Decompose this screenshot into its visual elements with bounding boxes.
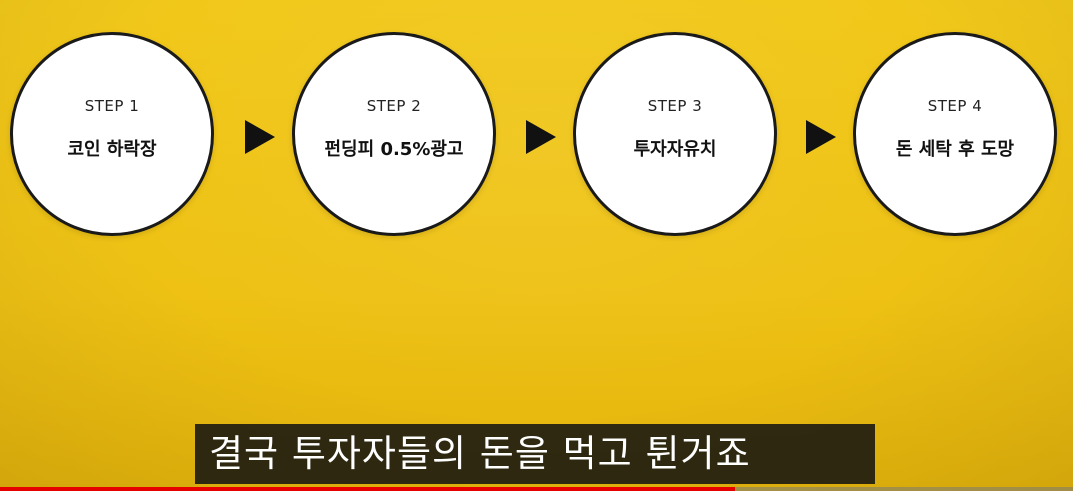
step-title: 돈 세탁 후 도망 bbox=[895, 139, 1015, 160]
arrow-right-icon bbox=[526, 120, 556, 154]
arrow-right-icon bbox=[806, 120, 836, 154]
step-title: 코인 하락장 bbox=[67, 139, 157, 160]
video-subtitle: 결국 투자자들의 돈을 먹고 튄거죠 bbox=[195, 424, 875, 484]
arrow-right-icon bbox=[245, 120, 275, 154]
step-label: STEP 2 bbox=[366, 97, 422, 115]
step-title: 펀딩피 0.5%광고 bbox=[324, 139, 464, 160]
step-circle-4: STEP 4 돈 세탁 후 도망 bbox=[853, 32, 1057, 236]
step-circle-1: STEP 1 코인 하락장 bbox=[10, 32, 214, 236]
video-progress-bar[interactable] bbox=[0, 487, 1073, 491]
step-label: STEP 4 bbox=[927, 97, 983, 115]
step-title: 투자자유치 bbox=[633, 139, 717, 160]
step-circle-2: STEP 2 펀딩피 0.5%광고 bbox=[292, 32, 496, 236]
video-progress-fill bbox=[0, 487, 735, 491]
step-label: STEP 1 bbox=[84, 97, 140, 115]
step-circle-3: STEP 3 투자자유치 bbox=[573, 32, 777, 236]
step-label: STEP 3 bbox=[647, 97, 703, 115]
